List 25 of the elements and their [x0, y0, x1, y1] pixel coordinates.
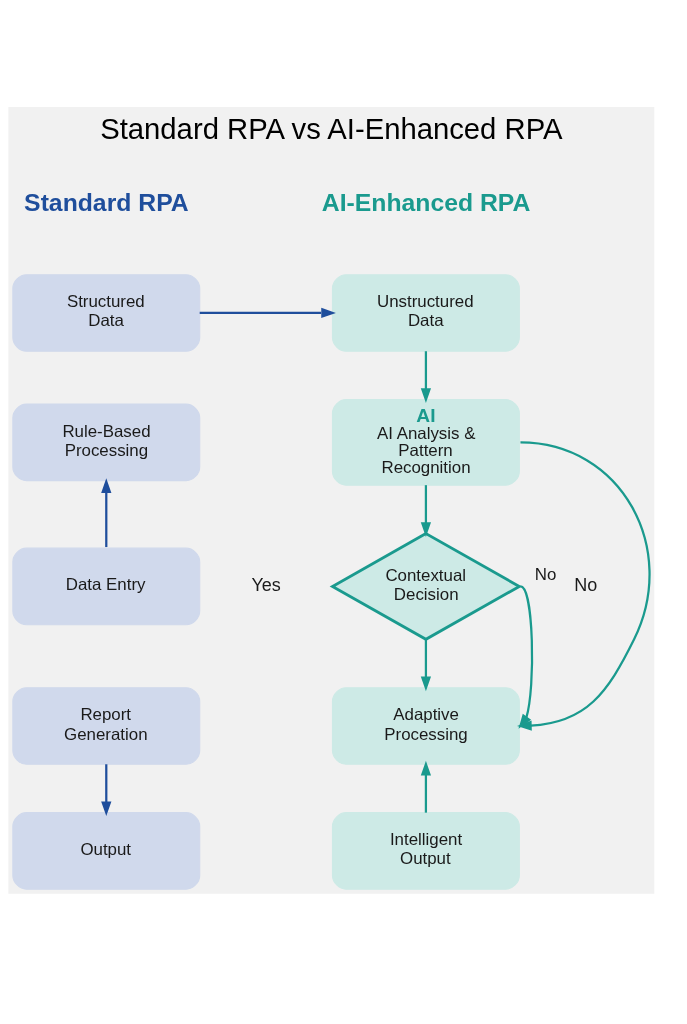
- label: No: [574, 574, 598, 595]
- arrow: [420, 760, 432, 813]
- arrow: [101, 763, 112, 816]
- node-box: Adaptive Processing: [331, 686, 520, 765]
- node-box: Output: [12, 811, 201, 890]
- arrow: [420, 638, 432, 691]
- arrow: [420, 350, 432, 403]
- arrow: [518, 585, 534, 729]
- edge-label: No: [534, 564, 557, 584]
- arrow: [517, 440, 651, 731]
- diagram-title: Standard RPA vs AI-Enhanced RPA: [100, 112, 563, 145]
- node-diamond: Contextual Decision: [329, 531, 523, 641]
- node-box: Rule-Based Processing: [12, 403, 201, 481]
- node-box: Structured Data: [12, 273, 201, 352]
- arrow: [199, 307, 336, 318]
- node-box: Intelligent Output: [331, 811, 520, 890]
- node-box: Unstructured Data: [331, 273, 520, 352]
- node-box: AI AI Analysis & Pattern Recognition: [331, 398, 520, 486]
- label: Yes: [251, 574, 281, 595]
- label: Standard RPA: [24, 188, 189, 216]
- arrow: [420, 484, 432, 537]
- node-box: Data Entry: [12, 547, 201, 625]
- node-box: Report Generation: [12, 686, 201, 765]
- label: AI-Enhanced RPA: [321, 188, 531, 216]
- arrow: [101, 477, 112, 547]
